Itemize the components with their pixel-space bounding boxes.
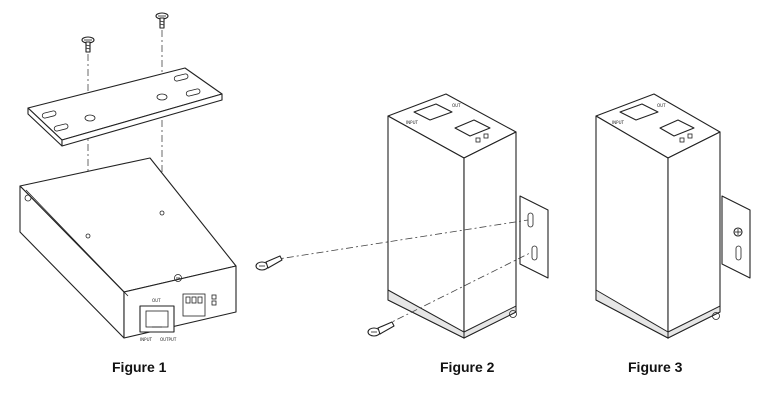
figure-3-caption: Figure 3 [628,359,683,375]
screw-icon [81,36,95,53]
figure-3-illustration: OUT INPUT [595,93,751,339]
port-label: OUTPUT [160,337,177,342]
poe-device: OUT INPUT OUTPUT [19,157,237,342]
figure-1-caption: Figure 1 [112,359,167,375]
figure-2-caption: Figure 2 [440,359,495,375]
port-label: OUT [452,103,461,108]
screw-icon [733,227,743,237]
mounting-bracket [721,195,751,279]
figure-1-illustration: OUT INPUT OUTPUT [19,12,237,342]
port-label: OUT [152,298,161,303]
port-label: INPUT [406,120,419,125]
screw-icon [155,12,169,29]
port-label: INPUT [140,337,153,342]
poe-device: OUT INPUT [387,93,517,339]
mounting-bracket [27,67,223,147]
port-label: OUT [657,103,666,108]
poe-device: OUT INPUT [595,93,721,339]
figure-2-illustration: OUT INPUT [255,93,549,339]
port-label: INPUT [612,120,625,125]
screw-icon [255,255,283,271]
mounting-bracket [519,195,549,279]
screw-icon [367,321,395,337]
